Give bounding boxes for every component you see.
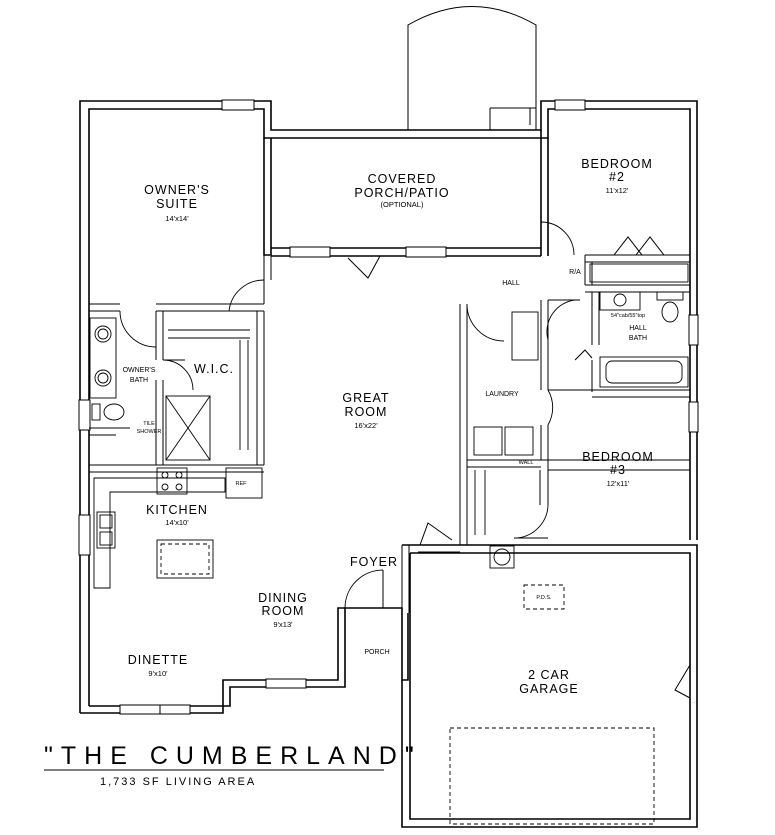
garage-label-2: GARAGE (519, 682, 579, 696)
porch-arch (407, 6, 537, 130)
tile-shower-label-2: SHOWER (137, 429, 162, 435)
wall-label: WALL (519, 460, 534, 466)
bedroom2-dim: 11'x12' (606, 186, 629, 195)
foyer-label: FOYER (350, 555, 398, 569)
ra-label: R/A (569, 269, 581, 276)
exterior-walls (79, 100, 698, 828)
doors (119, 221, 691, 699)
bedroom3-label-2: #3 (610, 463, 626, 477)
covered-porch-note: (OPTIONAL) (381, 200, 424, 209)
title-block: "THE CUMBERLAND" 1,733 SF LIVING AREA (44, 742, 422, 788)
dinette-label: DINETTE (128, 653, 188, 667)
bedroom3-label: BEDROOM (582, 450, 654, 464)
bedroom2-label: BEDROOM (581, 157, 653, 171)
dining-label-2: ROOM (262, 604, 305, 618)
covered-porch-label-2: PORCH/PATIO (354, 186, 449, 200)
owners-suite-label-2: SUITE (156, 197, 198, 211)
dining-dim: 9'x13' (273, 620, 293, 629)
owners-bath-label-2: BATH (130, 377, 148, 384)
fixtures (89, 263, 689, 610)
porch-label: PORCH (364, 649, 389, 656)
room-labels: OWNER'S SUITE 14'x14' COVERED PORCH/PATI… (123, 157, 654, 696)
great-room-dim: 16'x22' (354, 421, 378, 430)
dinette-dim: 9'x10' (148, 669, 168, 678)
great-room-label: GREAT (342, 391, 389, 405)
hall-label: HALL (502, 280, 520, 287)
tile-shower-label: TILE (143, 421, 155, 427)
hall-bath-label-2: BATH (629, 335, 647, 342)
great-room-label-2: ROOM (345, 405, 388, 419)
bedroom3-dim: 12'x11' (607, 479, 630, 488)
laundry-label: LAUNDRY (485, 391, 519, 398)
hall-bath-label: HALL (629, 325, 647, 332)
pds-label: P.D.S. (536, 595, 552, 601)
interior-walls (89, 254, 690, 613)
dining-label: DINING (258, 591, 308, 605)
covered-porch-label: COVERED (368, 172, 437, 186)
ref-label: REF (236, 481, 248, 487)
wic-label: W.I.C. (194, 362, 234, 376)
owners-suite-label: OWNER'S (144, 183, 210, 197)
plan-subtitle: 1,733 SF LIVING AREA (100, 776, 256, 788)
kitchen-dim: 14'x10' (165, 518, 189, 527)
plan-title: "THE CUMBERLAND" (44, 742, 422, 770)
owners-bath-label: OWNER'S (123, 367, 156, 374)
windows (78, 99, 699, 715)
garage-label: 2 CAR (528, 668, 570, 682)
vanity-note: 54"cab/55"top (611, 313, 645, 319)
owners-suite-dim: 14'x14' (165, 214, 189, 223)
bedroom2-label-2: #2 (609, 170, 625, 184)
kitchen-label: KITCHEN (146, 503, 208, 517)
